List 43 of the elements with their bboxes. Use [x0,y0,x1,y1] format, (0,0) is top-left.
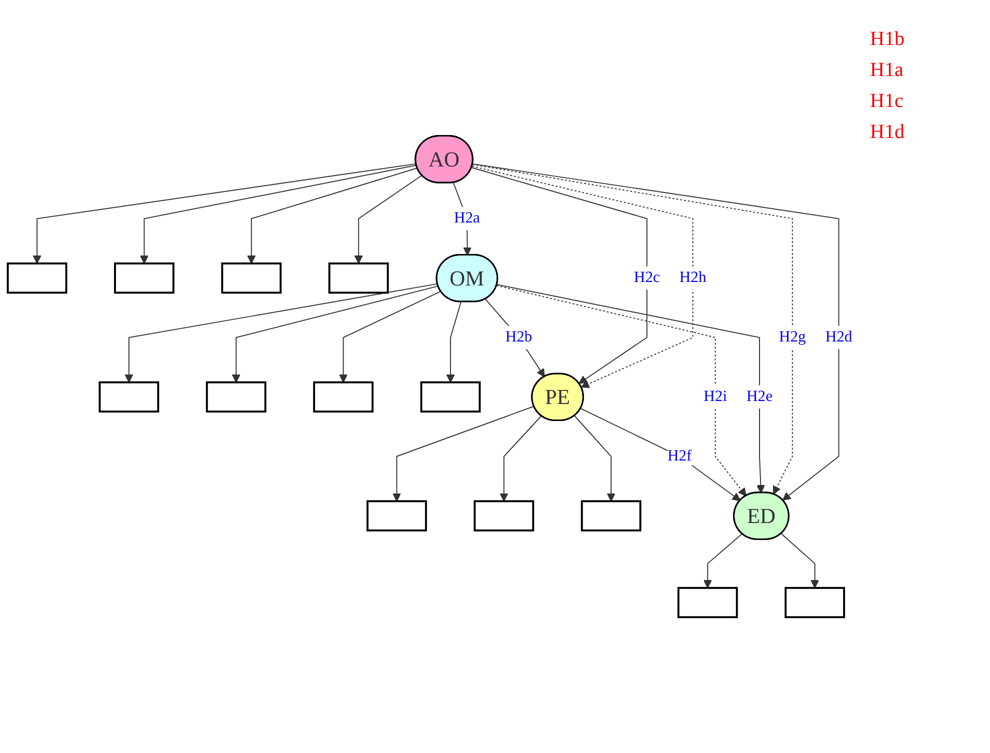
arrow [354,174,422,264]
node-box [6,262,68,294]
arrow [703,533,743,588]
edge-label: H2a [454,210,480,226]
node-box [366,500,427,532]
node-box [580,500,642,532]
hypothesis-label: H1a [870,59,904,82]
arrow [574,415,616,502]
arrow [472,166,694,388]
hypothesis-label: H1b [870,28,906,51]
hypothesis-label: H1d [870,121,906,144]
edge-label: H2b [505,328,532,346]
node-box [474,500,534,532]
node-box [677,586,738,618]
node-box [206,381,266,413]
arrow [232,286,439,383]
arrow [484,298,545,378]
arrow [780,533,820,588]
edge-label: H2g [778,328,806,346]
node-box [328,262,389,294]
arrow [392,406,535,502]
edge-label: H2d [825,328,852,346]
arrow [580,408,741,502]
arrow [471,167,648,384]
arrow [247,168,418,264]
node-box [98,381,160,413]
arrow [124,283,438,383]
edge-label: H2e [746,388,772,405]
arrow [446,301,462,383]
node-box [221,262,282,294]
hypothesis-label: H1c [870,90,904,113]
node-box [420,381,481,413]
arrow [339,290,442,383]
arrow [500,415,542,502]
node-box [784,586,846,618]
arrow [32,163,417,264]
edge-label: H2f [667,448,692,464]
node-box [313,381,374,413]
arrow [140,164,418,264]
edge-label: H2c [634,269,660,286]
edge-label: H2h [679,269,706,286]
node-box [114,262,174,294]
edge-label: H2i [704,388,728,405]
